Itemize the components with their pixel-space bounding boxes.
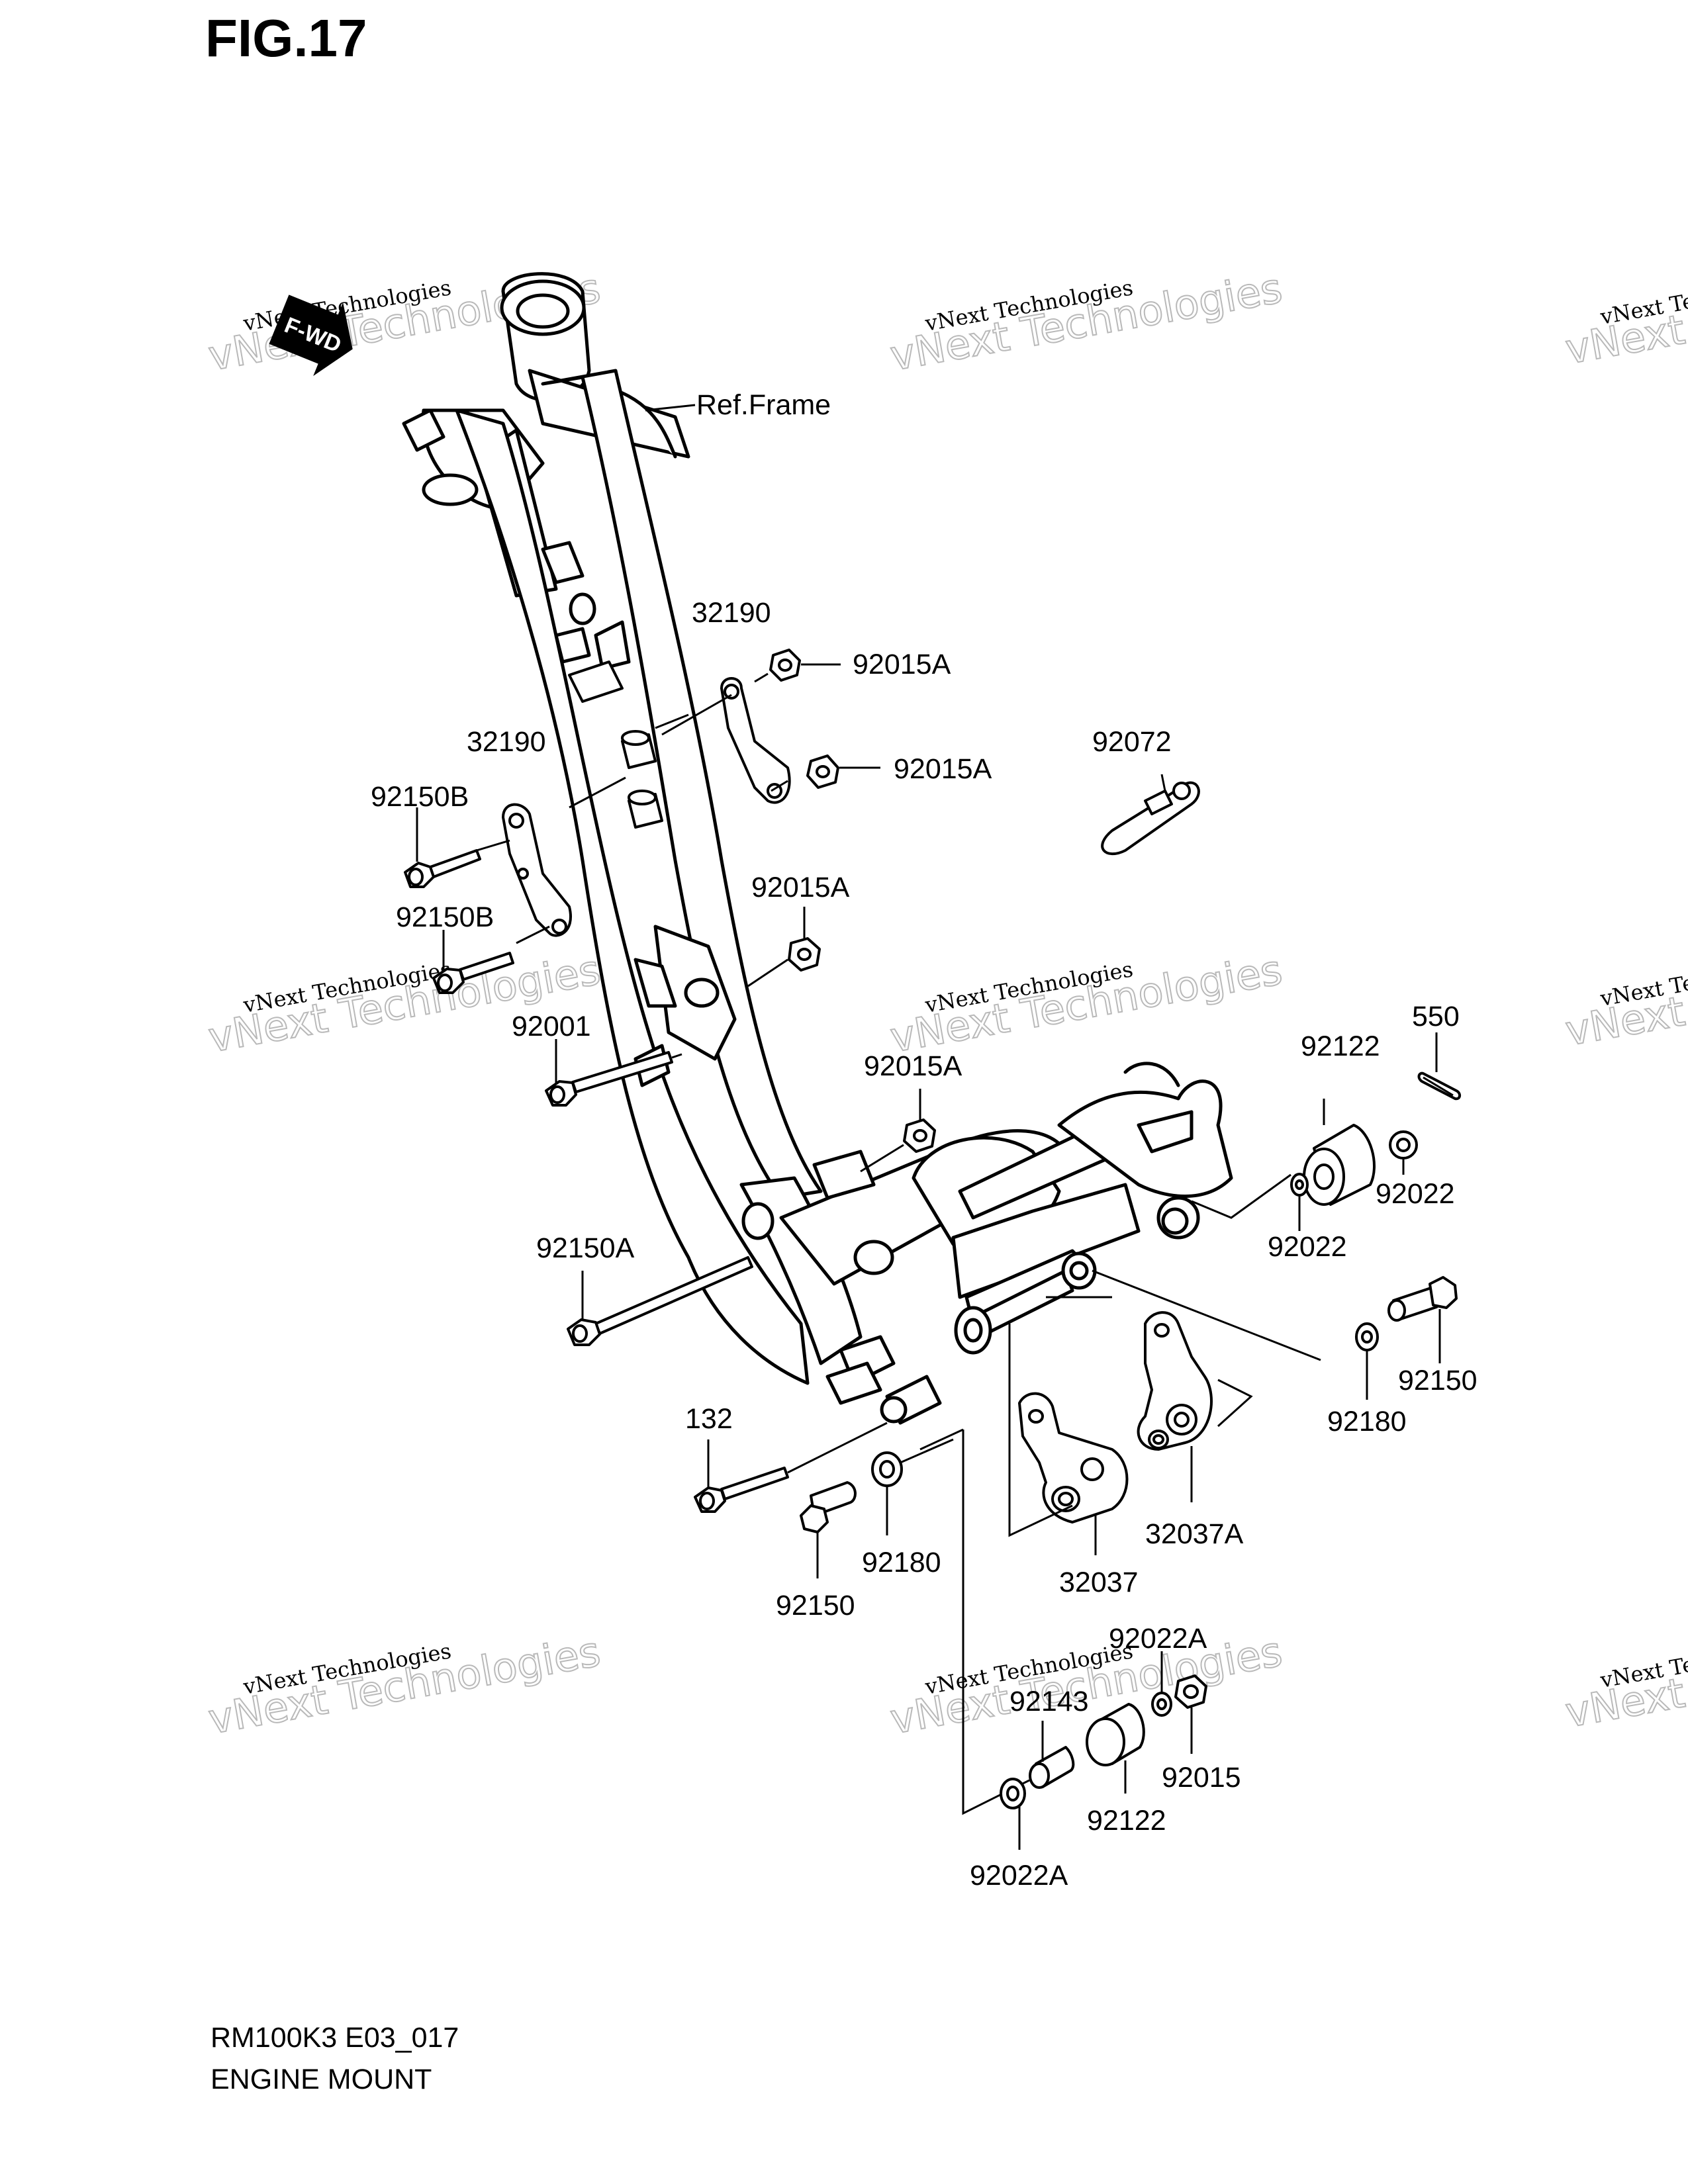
collar-92122 [1303, 1124, 1376, 1206]
collar-92143 [1029, 1746, 1075, 1789]
engine-bracket-32037 [1018, 1392, 1129, 1524]
part-label: 92180 [1327, 1406, 1407, 1437]
part-label: 92150A [536, 1232, 635, 1264]
part-label: 550 [1412, 1001, 1460, 1032]
bolt-92150b [404, 849, 481, 888]
cotter-pin-550 [1417, 1071, 1461, 1101]
part-label: 92015A [853, 649, 951, 680]
part-label: 92143 [1009, 1686, 1089, 1717]
part-label: 92122 [1301, 1030, 1380, 1062]
part-labels: Ref.Frame 32190 92015A 92015A 32190 9215… [371, 389, 1477, 1891]
watermark: vNext Technologies vNext Technologies [886, 945, 1287, 1063]
fwd-arrow-badge: F-WD [269, 295, 353, 377]
nut-92015a [806, 754, 839, 789]
nut-92015 [1174, 1674, 1207, 1709]
watermark: vNext Technologies vNext Technologies [1562, 257, 1688, 375]
figure-title: FIG.17 [205, 9, 367, 68]
part-label: 92015 [1162, 1762, 1241, 1794]
part-label: 92150B [371, 781, 469, 813]
part-label: 92150 [776, 1590, 855, 1621]
part-label: 92022A [1109, 1623, 1207, 1655]
washer-92022a [1151, 1692, 1172, 1717]
part-label: 92015A [894, 753, 992, 785]
part-label: 92022A [970, 1860, 1068, 1891]
watermark: vNext Technologies vNext Technologies [1562, 1620, 1688, 1738]
spacer-collar [568, 660, 663, 829]
engine-mount-plate-upper [720, 677, 791, 804]
nut-92015a [903, 1118, 936, 1153]
stud-bolt-92150 [800, 1481, 857, 1533]
watermark: vNext Technologies vNext Technologies [1562, 938, 1688, 1056]
watermark: vNext Technologies vNext Technologies [886, 1627, 1287, 1745]
part-label: 32190 [467, 726, 546, 758]
part-label: 92150B [396, 901, 494, 933]
part-label: 32037A [1145, 1518, 1244, 1550]
ref-frame-label: Ref.Frame [696, 389, 831, 421]
washer-92180 [871, 1451, 903, 1487]
part-label: 92015A [751, 872, 850, 903]
part-label: 92015A [864, 1050, 962, 1082]
washer-92180 [1355, 1322, 1379, 1351]
washer-92022a [1000, 1778, 1026, 1809]
part-label: 92022 [1268, 1231, 1347, 1263]
part-label: 92022 [1376, 1178, 1455, 1210]
bolt-92150b [432, 952, 514, 994]
part-label: 92122 [1087, 1805, 1166, 1837]
part-label: 92180 [862, 1547, 941, 1578]
stud-bolt-92150 [1387, 1276, 1458, 1322]
watermark: vNext Technologies vNext Technologies [205, 1627, 605, 1745]
section-title: ENGINE MOUNT [211, 2064, 432, 2095]
watermark: vNext Technologies vNext Technologies [886, 263, 1287, 381]
part-label: 132 [685, 1403, 733, 1435]
clamp-band-92072 [1101, 781, 1200, 856]
bolt-92150a [567, 1256, 753, 1346]
model-code: RM100K3 E03_017 [211, 2022, 459, 2054]
part-label: 92072 [1092, 726, 1172, 758]
engine-mount-plate-lower [502, 803, 572, 937]
part-label: 92001 [512, 1011, 591, 1042]
nut-92015a [788, 937, 821, 972]
part-label: 32190 [692, 597, 771, 629]
leader-line [645, 404, 696, 412]
motorcycle-frame [402, 272, 1233, 1425]
washer-92022 [1290, 1173, 1309, 1197]
washer-92022 [1389, 1130, 1418, 1160]
part-label: 32037 [1059, 1567, 1139, 1598]
engine-bracket-32037a [1137, 1311, 1213, 1451]
bolt-92001 [545, 1051, 673, 1107]
part-label: 92150 [1398, 1365, 1477, 1396]
watermarks: vNext Technologies vNext Technologies vN… [205, 257, 1688, 1745]
nut-92015a [769, 649, 801, 682]
collar-92122 [1086, 1703, 1145, 1766]
